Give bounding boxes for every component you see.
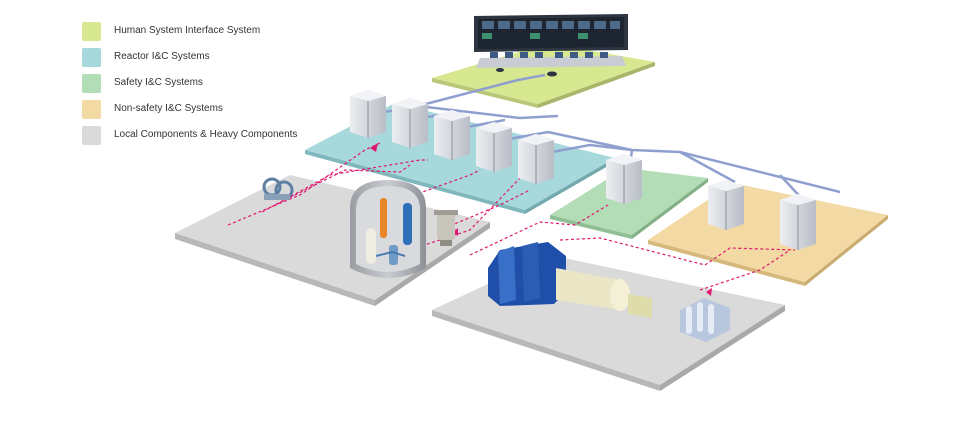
reactor-containment (350, 180, 426, 278)
reactor-vessel (366, 228, 376, 264)
local-components-platform-right (432, 255, 785, 391)
legend-label-hsi: Human System Interface System (114, 25, 261, 36)
safety-ic-cabinet (606, 154, 642, 204)
cabinet (518, 134, 554, 184)
legend-swatch-local-components (82, 126, 101, 145)
legend-label-safety-ic: Safety I&C Systems (114, 77, 203, 88)
signal-lines (227, 142, 796, 291)
reactor-ic-cabinets (350, 90, 554, 184)
cabinet (350, 90, 386, 138)
pressurizer (403, 203, 412, 245)
legend-swatch-hsi (82, 22, 101, 41)
cabinet (392, 98, 428, 148)
control-room-console (474, 14, 628, 77)
cabinet (434, 110, 470, 160)
cabinet (476, 122, 512, 172)
legend-label-nonsafety-ic: Non-safety I&C Systems (114, 103, 223, 114)
valve-assembly (434, 210, 458, 246)
cabinet (708, 180, 744, 230)
turbine-generator (488, 242, 652, 318)
heat-exchanger (680, 298, 730, 342)
steam-generator (380, 198, 387, 238)
legend-swatch-reactor-ic (82, 48, 101, 67)
legend-label-reactor-ic: Reactor I&C Systems (114, 51, 210, 62)
legend-swatch-safety-ic (82, 74, 101, 93)
nonsafety-ic-cabinets (708, 180, 816, 250)
legend-swatch-nonsafety-ic (82, 100, 101, 119)
legend-label-local-components: Local Components & Heavy Components (114, 129, 298, 140)
pump-assembly (262, 177, 294, 200)
cabinet (780, 194, 816, 250)
